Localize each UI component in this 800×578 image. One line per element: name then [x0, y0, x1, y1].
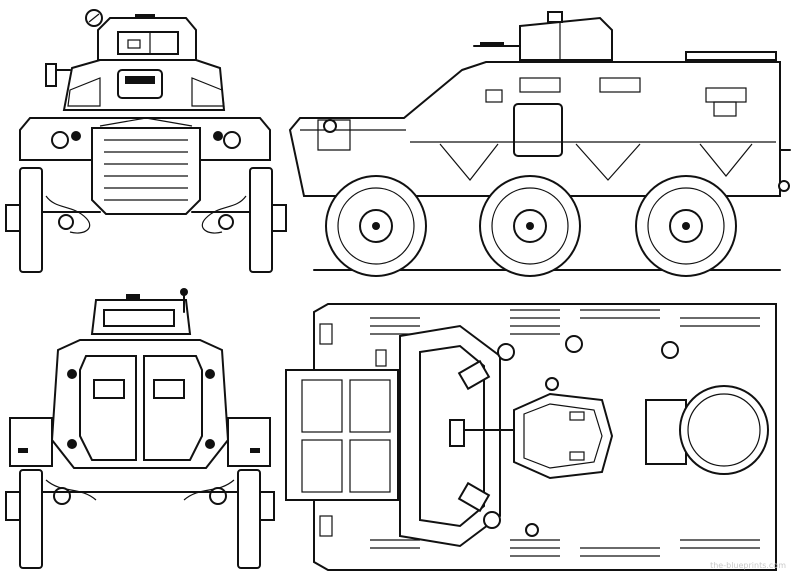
side-view — [288, 11, 791, 277]
top-view — [285, 303, 777, 571]
front-view — [5, 9, 287, 273]
rear-view — [5, 288, 275, 569]
watermark-text: the-blueprints.com — [710, 561, 786, 570]
